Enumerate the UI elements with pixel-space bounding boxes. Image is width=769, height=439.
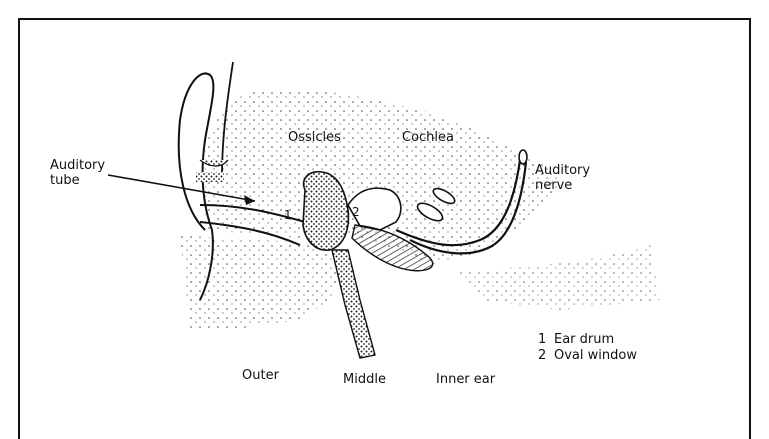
label-middle: Middle	[343, 372, 386, 387]
auditory-tube-column	[332, 250, 375, 358]
marker-oval-window: 2	[352, 205, 360, 219]
label-ossicles: Ossicles	[288, 130, 341, 145]
label-cochlea: Cochlea	[402, 130, 454, 145]
marker-ear-drum: 1	[284, 208, 292, 222]
label-inner-ear: Inner ear	[436, 372, 495, 387]
label-auditory-nerve: Auditory nerve	[535, 163, 590, 193]
label-outer: Outer	[242, 368, 279, 383]
label-auditory-tube: Auditory tube	[50, 158, 105, 188]
